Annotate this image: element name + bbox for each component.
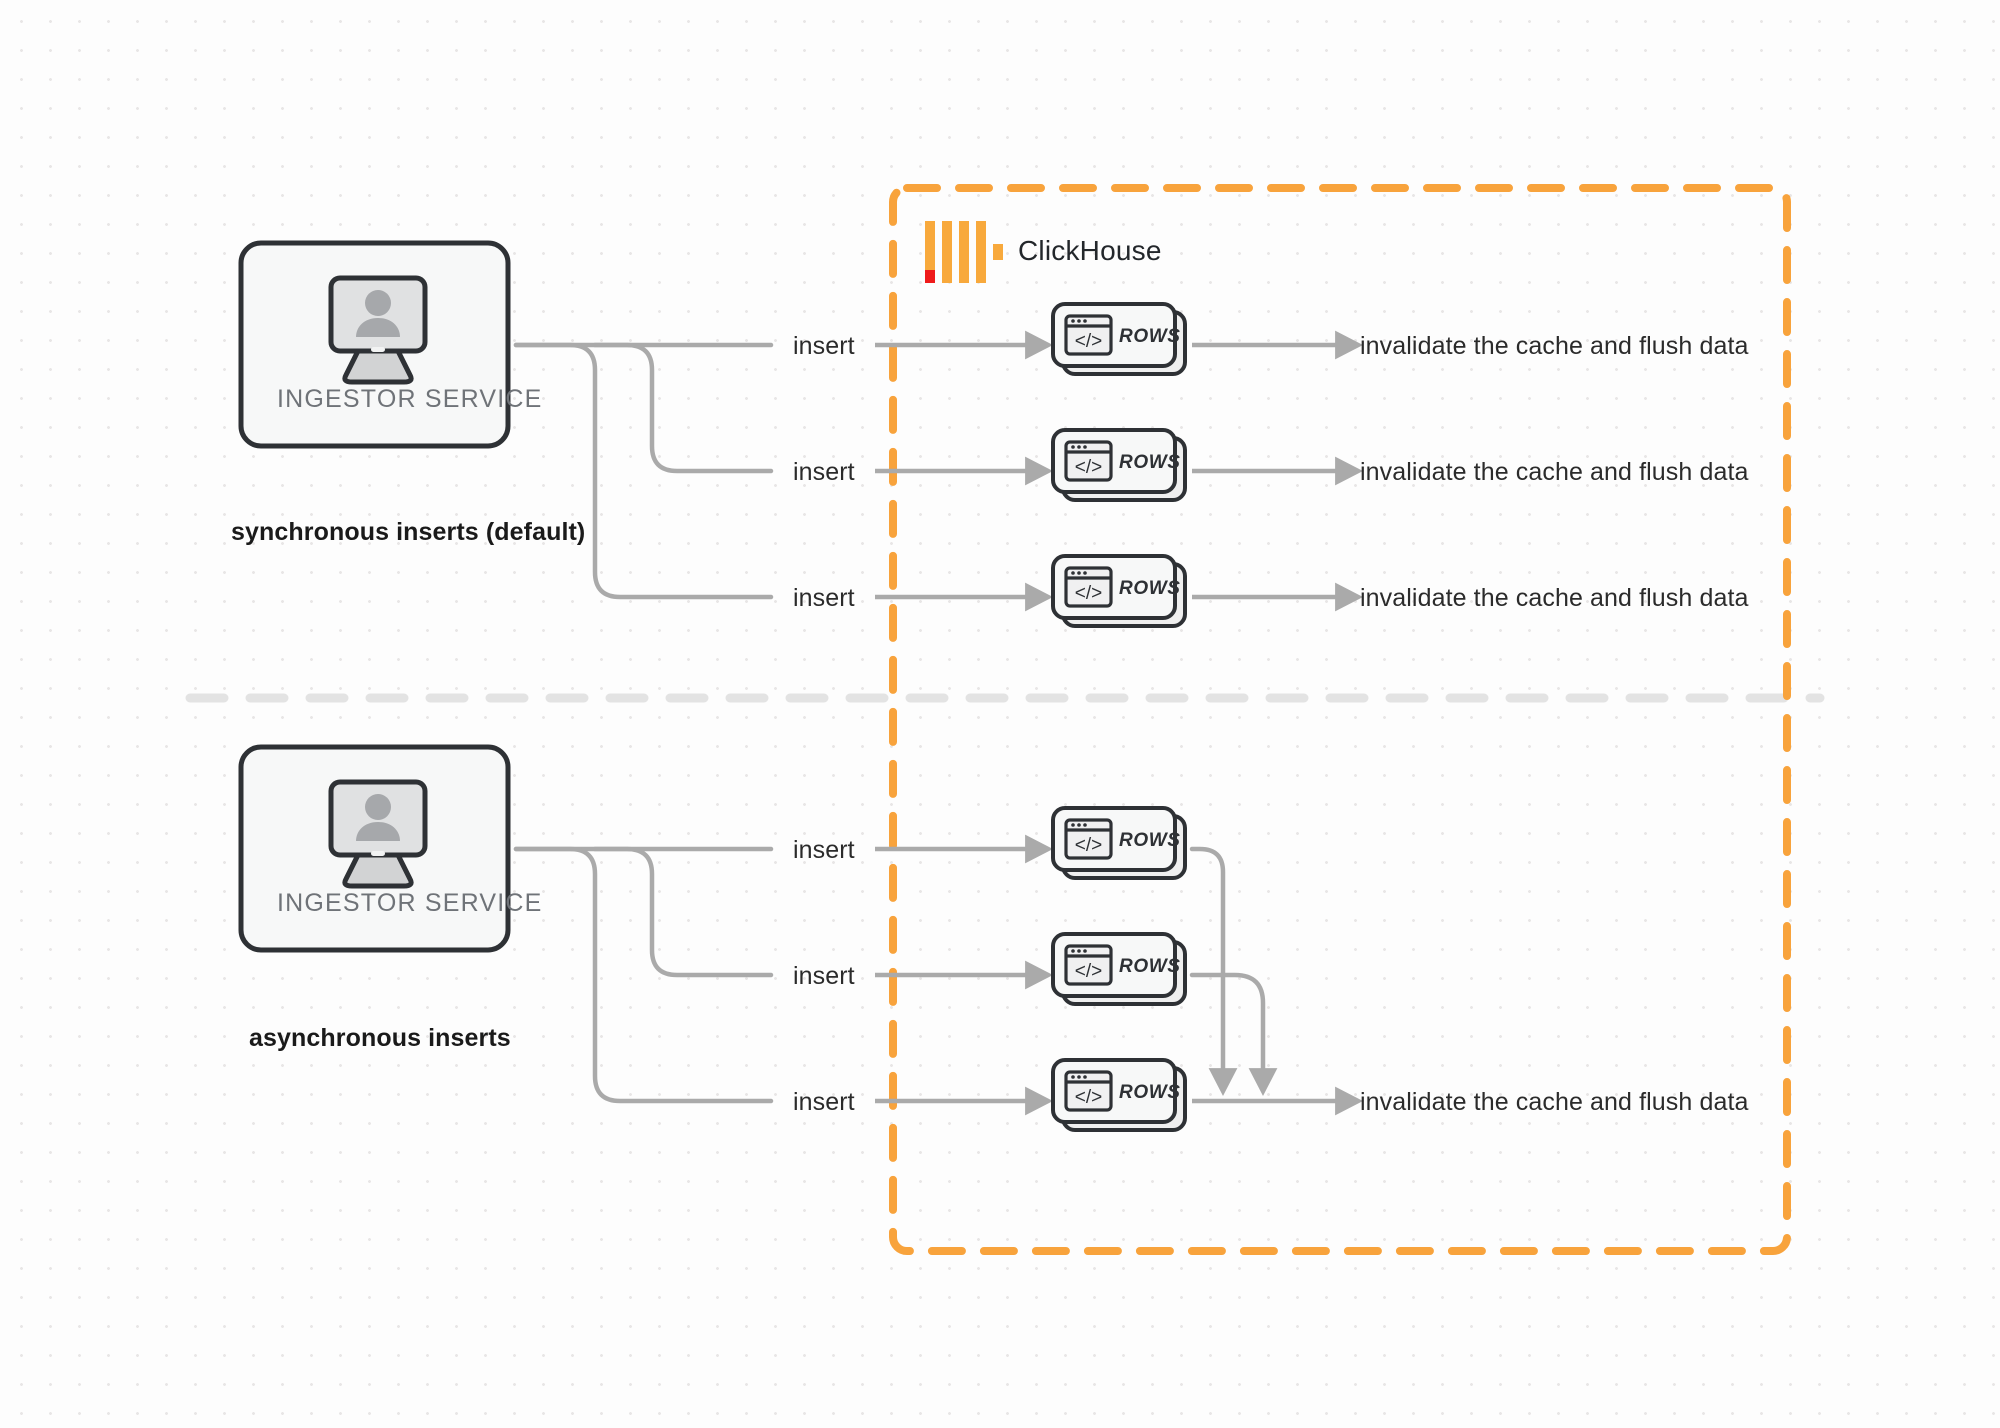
async-insert-label-2: insert [793, 962, 855, 990]
async-merge-connectors [1189, 846, 1278, 1096]
monitor-user-icon [328, 779, 428, 889]
svg-text:</>: </> [1075, 835, 1102, 856]
sync-section-label: synchronous inserts (default) [231, 518, 586, 546]
async-ingestor-service-box[interactable] [238, 744, 511, 953]
svg-text:</>: </> [1075, 331, 1102, 352]
rows-card[interactable]: </> [1051, 806, 1187, 880]
sync-output-label-3: invalidate the cache and flush data [1360, 584, 1749, 612]
code-window-icon: </> [1064, 818, 1113, 860]
async-rows-card-label-3: ROWS [1119, 1082, 1181, 1103]
svg-text:</>: </> [1075, 961, 1102, 982]
async-section-label: asynchronous inserts [249, 1024, 511, 1052]
sync-rows-card-label-2: ROWS [1119, 452, 1181, 473]
rows-card[interactable]: </> [1051, 428, 1187, 502]
sync-rows-card-label-3: ROWS [1119, 578, 1181, 599]
rows-card[interactable]: </> [1051, 932, 1187, 1006]
sync-insert-arrows [875, 330, 1053, 612]
sync-insert-label-3: insert [793, 584, 855, 612]
rows-card[interactable]: </> [1051, 302, 1187, 376]
rows-card[interactable]: </> [1051, 554, 1187, 628]
sync-insert-label-2: insert [793, 458, 855, 486]
async-insert-label-1: insert [793, 836, 855, 864]
code-window-icon: </> [1064, 314, 1113, 356]
code-window-icon: </> [1064, 440, 1113, 482]
async-rows-card-label-2: ROWS [1119, 956, 1181, 977]
async-insert-label-3: insert [793, 1088, 855, 1116]
clickhouse-logo-icon [925, 221, 1003, 283]
svg-text:</>: </> [1075, 1087, 1102, 1108]
async-connectors [513, 846, 774, 1104]
async-ingestor-service-label: INGESTOR SERVICE [277, 889, 543, 917]
rows-card[interactable]: </> [1051, 1058, 1187, 1132]
code-window-icon: </> [1064, 566, 1113, 608]
async-insert-arrows [875, 834, 1053, 1116]
svg-text:</>: </> [1075, 583, 1102, 604]
sync-ingestor-service-label: INGESTOR SERVICE [277, 385, 543, 413]
sync-rows-card-label-1: ROWS [1119, 326, 1181, 347]
async-rows-card-label-1: ROWS [1119, 830, 1181, 851]
sync-connectors [513, 342, 774, 600]
sync-output-label-1: invalidate the cache and flush data [1360, 332, 1749, 360]
sync-ingestor-service-box[interactable] [238, 240, 511, 449]
code-window-icon: </> [1064, 1070, 1113, 1112]
svg-text:</>: </> [1075, 457, 1102, 478]
sync-output-label-2: invalidate the cache and flush data [1360, 458, 1749, 486]
sync-output-arrows [1192, 330, 1363, 612]
monitor-user-icon [328, 275, 428, 385]
clickhouse-boundary [889, 184, 1791, 1255]
sync-insert-label-1: insert [793, 332, 855, 360]
clickhouse-label: ClickHouse [1018, 235, 1162, 266]
code-window-icon: </> [1064, 944, 1113, 986]
async-output-label: invalidate the cache and flush data [1360, 1088, 1749, 1116]
